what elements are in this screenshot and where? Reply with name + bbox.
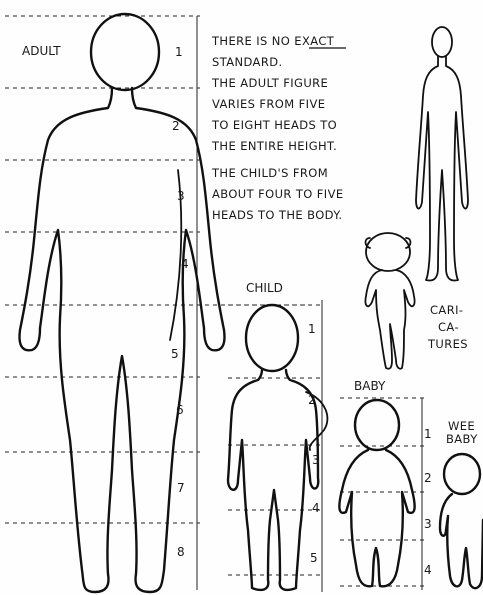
baby-head-number: 2 (424, 471, 432, 485)
baby-label: BABY (354, 379, 386, 393)
adult-head-numbers: 1 2 3 4 5 6 7 8 (171, 45, 189, 559)
child-head-number: 3 (312, 453, 320, 467)
adult-label: ADULT (22, 44, 61, 58)
baby-head-number: 1 (424, 427, 432, 441)
note-line: ABOUT FOUR TO FIVE (212, 187, 344, 201)
adult-head-number: 6 (176, 403, 184, 417)
adult-head-number: 1 (175, 45, 183, 59)
wee-baby-label-line: BABY (446, 432, 478, 446)
wee-baby-figure (440, 454, 483, 588)
wee-baby-label: WEE BABY (446, 419, 478, 446)
child-head-number: 1 (308, 322, 316, 336)
baby-head-number: 4 (424, 563, 432, 577)
child-head-number: 4 (312, 501, 320, 515)
child-figure (228, 305, 327, 590)
baby-head-number: 3 (424, 517, 432, 531)
baby-figure (339, 400, 414, 586)
adult-head-number: 4 (181, 257, 189, 271)
note-block: THERE IS NO EXACT STANDARD. THE ADULT FI… (211, 34, 346, 222)
note-line: STANDARD. (212, 55, 283, 69)
adult-head-number: 7 (177, 481, 185, 495)
adult-head-number: 8 (177, 545, 185, 559)
note-line: HEADS TO THE BODY. (212, 208, 342, 222)
tall-caricature-figure (416, 27, 468, 281)
small-caricature-figure (365, 233, 414, 369)
note-line: THERE IS NO EXACT (211, 34, 335, 48)
adult-head-number: 5 (171, 347, 179, 361)
caricatures-label: CARI- CA- TURES (427, 303, 468, 351)
note-line: THE CHILD'S FROM (211, 166, 328, 180)
wee-baby-label-line: WEE (448, 419, 475, 433)
child-head-number: 2 (308, 393, 316, 407)
baby-head-numbers: 1 2 3 4 (424, 427, 432, 577)
caricatures-label-line: CARI- (430, 303, 463, 317)
child-head-number: 5 (310, 551, 318, 565)
child-label: CHILD (246, 281, 283, 295)
note-line: TO EIGHT HEADS TO (211, 118, 337, 132)
adult-head-number: 2 (172, 119, 180, 133)
caricatures-label-line: CA- (438, 320, 459, 334)
adult-figure (20, 14, 225, 592)
note-line: VARIES FROM FIVE (212, 97, 325, 111)
note-line: THE ENTIRE HEIGHT. (211, 139, 337, 153)
caricatures-label-line: TURES (427, 337, 468, 351)
adult-head-number: 3 (177, 189, 185, 203)
note-line: THE ADULT FIGURE (211, 76, 328, 90)
